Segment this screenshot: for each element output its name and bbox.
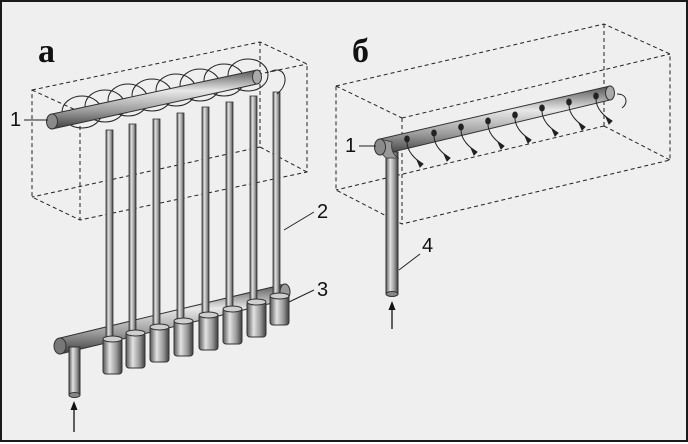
label-manifold-a: 1 (10, 109, 21, 131)
vertical-pipe (173, 112, 194, 357)
up-arrow-icon (388, 301, 396, 329)
riser-pipe (385, 151, 399, 297)
leader-line (398, 253, 421, 271)
inlet-pipe-a (68, 346, 81, 398)
vertical-pipe (269, 91, 290, 326)
upper-manifold-pipe-b (374, 85, 615, 159)
label-pipes-a: 2 (317, 201, 328, 223)
vertical-pipe (246, 95, 267, 338)
leader-line (288, 289, 315, 303)
panel-b: б 1 4 (335, 23, 671, 329)
vertical-pipe (149, 118, 170, 363)
vertical-pipe (125, 123, 146, 369)
up-arrow-icon (70, 401, 78, 432)
label-bottom-a: 3 (317, 279, 328, 301)
vertical-pipe (198, 106, 219, 351)
tank-outline-a (31, 41, 308, 221)
panel-b-letter: б (352, 33, 369, 70)
label-manifold-b: 1 (345, 135, 356, 157)
panel-a-letter: а (38, 33, 55, 70)
leader-line (283, 211, 315, 231)
label-riser-b: 4 (422, 235, 433, 257)
curved-arrow-icon (406, 93, 627, 168)
vertical-pipe (222, 101, 243, 345)
vertical-pipes (102, 91, 290, 375)
upper-manifold-pipe-a (46, 69, 262, 130)
nozzle-holes (404, 92, 599, 143)
panel-a: а 1 2 3 (10, 33, 328, 432)
vertical-pipe (102, 129, 123, 375)
